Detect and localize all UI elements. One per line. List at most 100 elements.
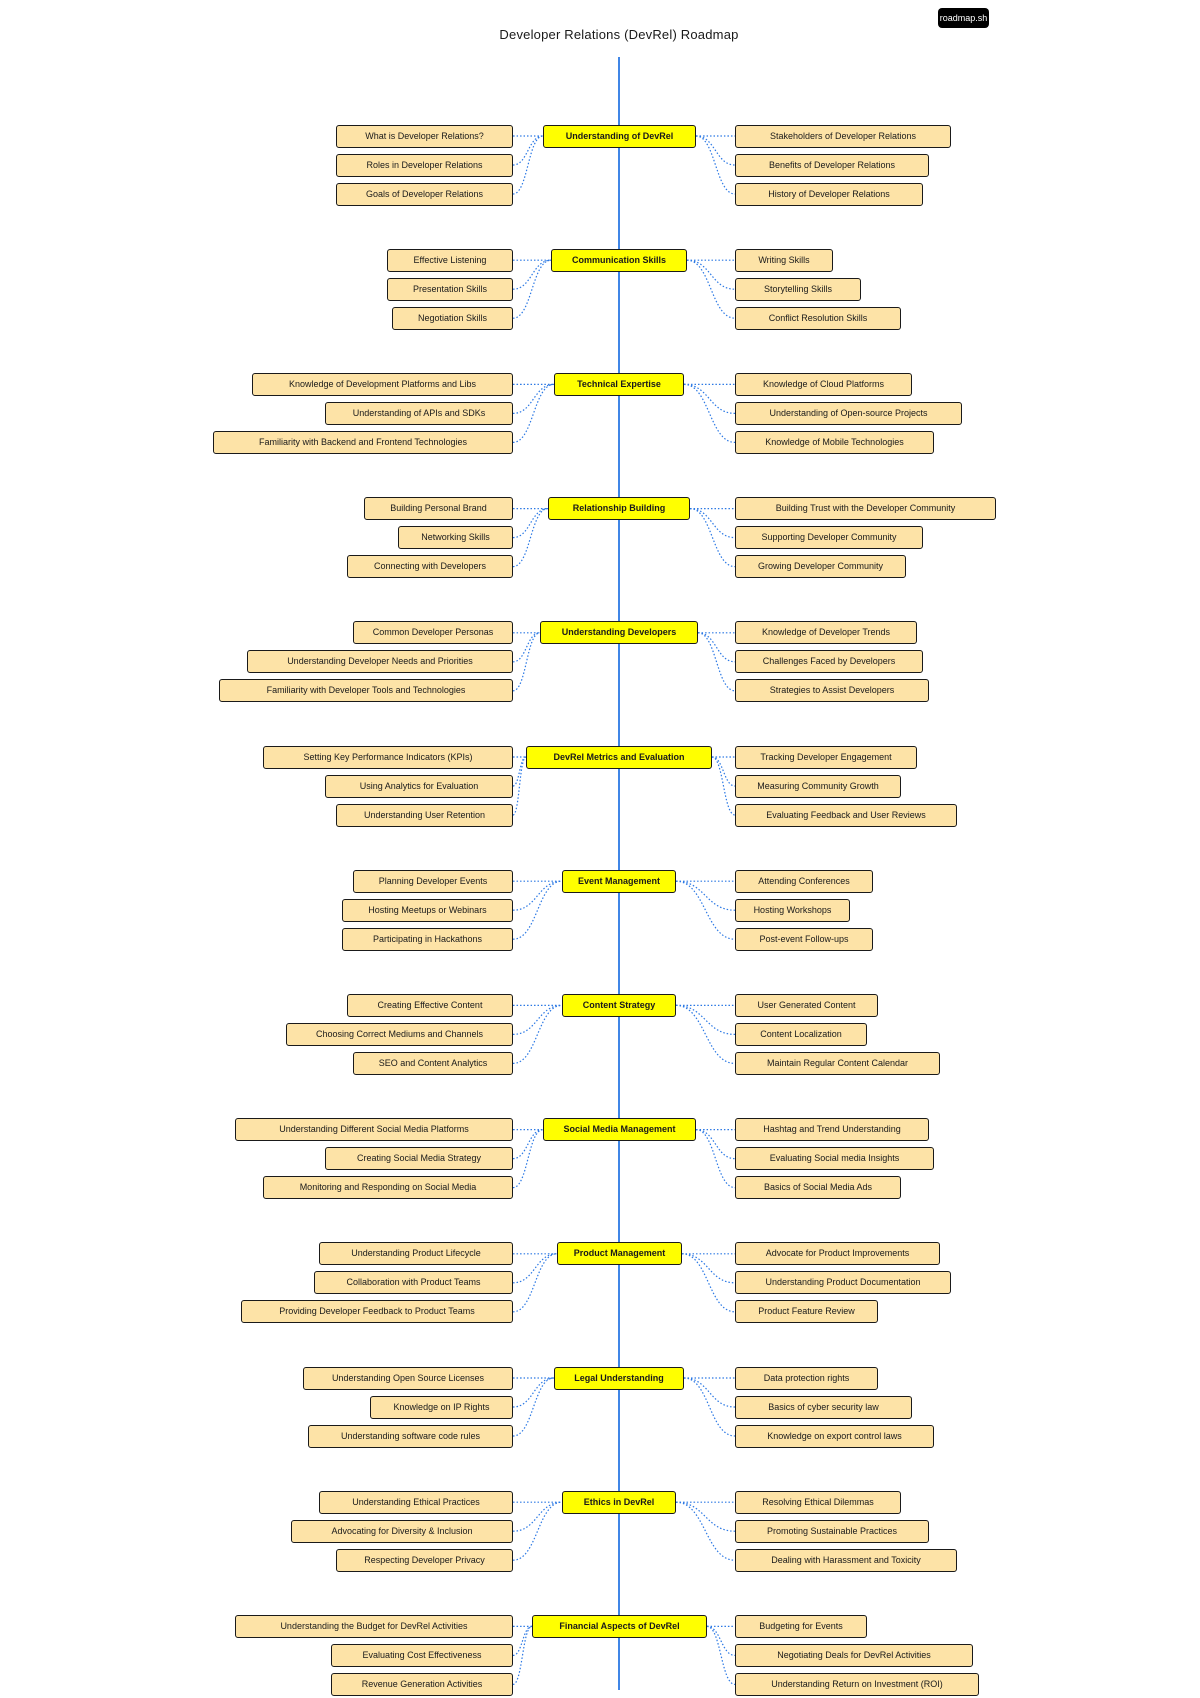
subtopic-creating-social-media-strategy[interactable]: Creating Social Media Strategy (325, 1147, 513, 1171)
subtopic-knowledge-of-cloud-platforms[interactable]: Knowledge of Cloud Platforms (735, 372, 912, 396)
subtopic-goals-of-developer-relations[interactable]: Goals of Developer Relations (336, 182, 513, 206)
subtopic-resolving-ethical-dilemmas[interactable]: Resolving Ethical Dilemmas (735, 1490, 901, 1514)
subtopic-building-trust-with-the-developer-community[interactable]: Building Trust with the Developer Commun… (735, 497, 996, 521)
subtopic-knowledge-of-development-platforms-and-libs[interactable]: Knowledge of Development Platforms and L… (252, 372, 513, 396)
subtopic-negotiation-skills[interactable]: Negotiation Skills (392, 306, 513, 330)
subtopic-understanding-different-social-media-platforms[interactable]: Understanding Different Social Media Pla… (235, 1118, 513, 1142)
subtopic-supporting-developer-community[interactable]: Supporting Developer Community (735, 526, 923, 550)
subtopic-knowledge-of-mobile-technologies[interactable]: Knowledge of Mobile Technologies (735, 430, 934, 454)
subtopic-maintain-regular-content-calendar[interactable]: Maintain Regular Content Calendar (735, 1051, 940, 1075)
subtopic-conflict-resolution-skills[interactable]: Conflict Resolution Skills (735, 306, 901, 330)
topic-ethics-in-devrel[interactable]: Ethics in DevRel (562, 1490, 676, 1514)
subtopic-seo-and-content-analytics[interactable]: SEO and Content Analytics (353, 1051, 513, 1075)
topic-event-management[interactable]: Event Management (562, 869, 676, 893)
subtopic-writing-skills[interactable]: Writing Skills (735, 248, 833, 272)
subtopic-understanding-product-documentation[interactable]: Understanding Product Documentation (735, 1271, 951, 1295)
subtopic-dealing-with-harassment-and-toxicity[interactable]: Dealing with Harassment and Toxicity (735, 1548, 957, 1572)
subtopic-basics-of-cyber-security-law[interactable]: Basics of cyber security law (735, 1395, 912, 1419)
connector-line (512, 632, 541, 692)
subtopic-common-developer-personas[interactable]: Common Developer Personas (353, 621, 513, 645)
subtopic-participating-in-hackathons[interactable]: Participating in Hackathons (342, 927, 513, 951)
roadmap-logo[interactable]: roadmap.sh (938, 8, 989, 28)
connector-line (512, 259, 552, 319)
subtopic-understanding-software-code-rules[interactable]: Understanding software code rules (308, 1424, 513, 1448)
subtopic-familiarity-with-backend-and-frontend-technologies[interactable]: Familiarity with Backend and Frontend Te… (213, 430, 513, 454)
subtopic-networking-skills[interactable]: Networking Skills (398, 526, 513, 550)
connector-line (683, 383, 736, 443)
subtopic-hosting-meetups-or-webinars[interactable]: Hosting Meetups or Webinars (342, 898, 513, 922)
topic-social-media-management[interactable]: Social Media Management (543, 1118, 696, 1142)
subtopic-history-of-developer-relations[interactable]: History of Developer Relations (735, 182, 923, 206)
subtopic-storytelling-skills[interactable]: Storytelling Skills (735, 277, 861, 301)
connector-line (675, 1004, 736, 1064)
topic-technical-expertise[interactable]: Technical Expertise (554, 372, 684, 396)
connector-line (675, 1501, 736, 1561)
topic-legal-understanding[interactable]: Legal Understanding (554, 1366, 684, 1390)
topic-product-management[interactable]: Product Management (557, 1242, 682, 1266)
subtopic-planning-developer-events[interactable]: Planning Developer Events (353, 869, 513, 893)
subtopic-connecting-with-developers[interactable]: Connecting with Developers (347, 555, 513, 579)
subtopic-roles-in-developer-relations[interactable]: Roles in Developer Relations (336, 153, 513, 177)
subtopic-stakeholders-of-developer-relations[interactable]: Stakeholders of Developer Relations (735, 124, 951, 148)
subtopic-evaluating-feedback-and-user-reviews[interactable]: Evaluating Feedback and User Reviews (735, 803, 957, 827)
subtopic-product-feature-review[interactable]: Product Feature Review (735, 1300, 878, 1324)
subtopic-choosing-correct-mediums-and-channels[interactable]: Choosing Correct Mediums and Channels (286, 1022, 513, 1046)
subtopic-evaluating-social-media-insights[interactable]: Evaluating Social media Insights (735, 1147, 934, 1171)
subtopic-knowledge-on-ip-rights[interactable]: Knowledge on IP Rights (370, 1395, 513, 1419)
subtopic-data-protection-rights[interactable]: Data protection rights (735, 1366, 878, 1390)
subtopic-understanding-open-source-licenses[interactable]: Understanding Open Source Licenses (303, 1366, 513, 1390)
subtopic-understanding-product-lifecycle[interactable]: Understanding Product Lifecycle (319, 1242, 513, 1266)
subtopic-building-personal-brand[interactable]: Building Personal Brand (364, 497, 513, 521)
topic-communication-skills[interactable]: Communication Skills (551, 248, 687, 272)
subtopic-monitoring-and-responding-on-social-media[interactable]: Monitoring and Responding on Social Medi… (263, 1176, 513, 1200)
subtopic-tracking-developer-engagement[interactable]: Tracking Developer Engagement (735, 745, 917, 769)
subtopic-creating-effective-content[interactable]: Creating Effective Content (347, 993, 513, 1017)
subtopic-understanding-the-budget-for-devrel-activities[interactable]: Understanding the Budget for DevRel Acti… (235, 1614, 513, 1638)
topic-financial-aspects-of-devrel[interactable]: Financial Aspects of DevRel (532, 1614, 707, 1638)
subtopic-understanding-user-retention[interactable]: Understanding User Retention (336, 803, 513, 827)
subtopic-evaluating-cost-effectiveness[interactable]: Evaluating Cost Effectiveness (331, 1643, 513, 1667)
subtopic-knowledge-on-export-control-laws[interactable]: Knowledge on export control laws (735, 1424, 934, 1448)
subtopic-content-localization[interactable]: Content Localization (735, 1022, 867, 1046)
subtopic-user-generated-content[interactable]: User Generated Content (735, 993, 878, 1017)
subtopic-hashtag-and-trend-understanding[interactable]: Hashtag and Trend Understanding (735, 1118, 929, 1142)
subtopic-knowledge-of-developer-trends[interactable]: Knowledge of Developer Trends (735, 621, 917, 645)
subtopic-advocate-for-product-improvements[interactable]: Advocate for Product Improvements (735, 1242, 940, 1266)
subtopic-understanding-of-open-source-projects[interactable]: Understanding of Open-source Projects (735, 401, 962, 425)
subtopic-benefits-of-developer-relations[interactable]: Benefits of Developer Relations (735, 153, 929, 177)
topic-relationship-building[interactable]: Relationship Building (548, 497, 690, 521)
subtopic-growing-developer-community[interactable]: Growing Developer Community (735, 555, 906, 579)
topic-content-strategy[interactable]: Content Strategy (562, 993, 676, 1017)
subtopic-understanding-ethical-practices[interactable]: Understanding Ethical Practices (319, 1490, 513, 1514)
subtopic-familiarity-with-developer-tools-and-technologies[interactable]: Familiarity with Developer Tools and Tec… (219, 679, 513, 703)
topic-understanding-developers[interactable]: Understanding Developers (540, 621, 698, 645)
connector-line (711, 756, 736, 787)
subtopic-revenue-generation-activities[interactable]: Revenue Generation Activities (331, 1672, 513, 1696)
subtopic-effective-listening[interactable]: Effective Listening (387, 248, 513, 272)
subtopic-basics-of-social-media-ads[interactable]: Basics of Social Media Ads (735, 1176, 901, 1200)
subtopic-setting-key-performance-indicators-kpis[interactable]: Setting Key Performance Indicators (KPIs… (263, 745, 513, 769)
connector-line (695, 1129, 736, 1160)
subtopic-understanding-return-on-investment-roi[interactable]: Understanding Return on Investment (ROI) (735, 1672, 979, 1696)
subtopic-measuring-community-growth[interactable]: Measuring Community Growth (735, 774, 901, 798)
subtopic-providing-developer-feedback-to-product-teams[interactable]: Providing Developer Feedback to Product … (241, 1300, 513, 1324)
topic-understanding-of-devrel[interactable]: Understanding of DevRel (543, 124, 696, 148)
subtopic-strategies-to-assist-developers[interactable]: Strategies to Assist Developers (735, 679, 929, 703)
subtopic-advocating-for-diversity-inclusion[interactable]: Advocating for Diversity & Inclusion (291, 1519, 513, 1543)
subtopic-post-event-follow-ups[interactable]: Post-event Follow-ups (735, 927, 873, 951)
subtopic-respecting-developer-privacy[interactable]: Respecting Developer Privacy (336, 1548, 513, 1572)
topic-devrel-metrics-and-evaluation[interactable]: DevRel Metrics and Evaluation (526, 745, 712, 769)
subtopic-negotiating-deals-for-devrel-activities[interactable]: Negotiating Deals for DevRel Activities (735, 1643, 973, 1667)
subtopic-collaboration-with-product-teams[interactable]: Collaboration with Product Teams (314, 1271, 513, 1295)
subtopic-attending-conferences[interactable]: Attending Conferences (735, 869, 873, 893)
subtopic-what-is-developer-relations[interactable]: What is Developer Relations? (336, 124, 513, 148)
subtopic-challenges-faced-by-developers[interactable]: Challenges Faced by Developers (735, 650, 923, 674)
subtopic-budgeting-for-events[interactable]: Budgeting for Events (735, 1614, 867, 1638)
subtopic-promoting-sustainable-practices[interactable]: Promoting Sustainable Practices (735, 1519, 929, 1543)
subtopic-understanding-of-apis-and-sdks[interactable]: Understanding of APIs and SDKs (325, 401, 513, 425)
subtopic-presentation-skills[interactable]: Presentation Skills (387, 277, 513, 301)
subtopic-using-analytics-for-evaluation[interactable]: Using Analytics for Evaluation (325, 774, 513, 798)
subtopic-understanding-developer-needs-and-priorities[interactable]: Understanding Developer Needs and Priori… (247, 650, 513, 674)
subtopic-hosting-workshops[interactable]: Hosting Workshops (735, 898, 850, 922)
connector-line (512, 1253, 558, 1284)
